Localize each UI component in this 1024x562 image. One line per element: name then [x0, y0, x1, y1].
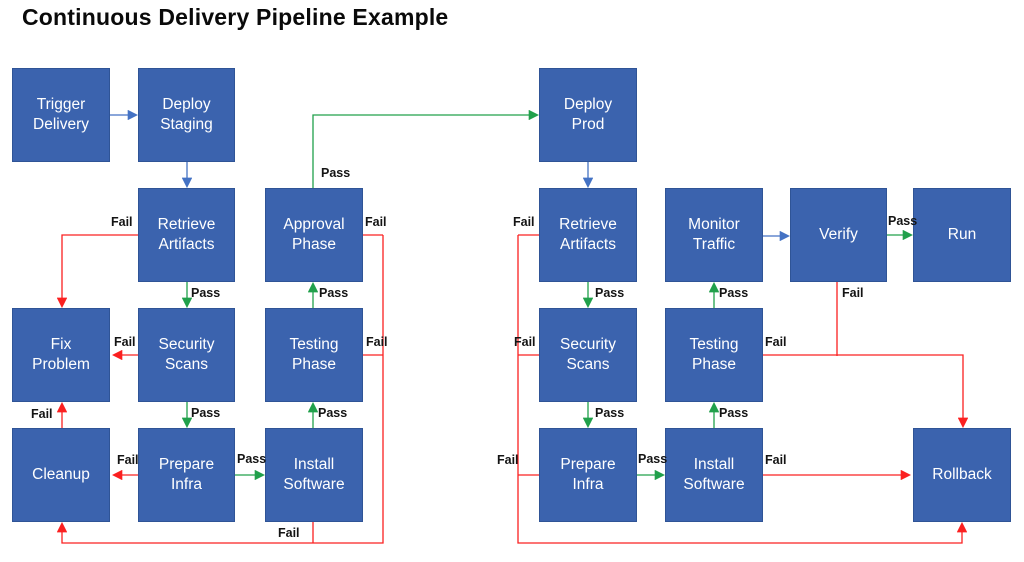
node-label: Cleanup [32, 465, 90, 483]
node-testing-phase-staging: Testing Phase [265, 308, 363, 402]
node-label: Deploy Prod [563, 95, 613, 133]
node-fix-problem: Fix Problem [12, 308, 110, 402]
edge-label-retrieve-pass-staging: Pass [191, 286, 221, 300]
edge-label-testing-pass-prod: Pass [719, 286, 749, 300]
node-rollback: Rollback [913, 428, 1011, 522]
edge-label-approval-fail: Fail [365, 215, 387, 229]
node-prepare-infra-prod: Prepare Infra [539, 428, 637, 522]
edge-label-security-pass-prod: Pass [595, 406, 625, 420]
page-title: Continuous Delivery Pipeline Example [22, 4, 449, 30]
node-label: Install Software [683, 455, 745, 493]
edge-label-testing-pass-staging: Pass [319, 286, 349, 300]
edge-label-install-fail-prod: Fail [765, 453, 787, 467]
node-install-software-prod: Install Software [665, 428, 763, 522]
node-label: Monitor Traffic [688, 215, 740, 253]
edge-label-security-pass-staging: Pass [191, 406, 221, 420]
edge-label-approval-pass-deploy-prod: Pass [321, 166, 351, 180]
edge-label-security-fail-prod: Fail [514, 335, 536, 349]
edge-label-prepare-pass-prod: Pass [638, 452, 668, 466]
node-approval-phase: Approval Phase [265, 188, 363, 282]
edge-label-testing-fail-staging: Fail [366, 335, 388, 349]
node-retrieve-artifacts-staging: Retrieve Artifacts [138, 188, 235, 282]
node-testing-phase-prod: Testing Phase [665, 308, 763, 402]
edge-label-retrieve-fail-prod: Fail [513, 215, 535, 229]
node-monitor-traffic: Monitor Traffic [665, 188, 763, 282]
node-label: Verify [819, 225, 858, 243]
node-label: Retrieve Artifacts [157, 215, 216, 253]
edge-approval-pass-deploy-prod [312, 109, 540, 188]
node-cleanup: Cleanup [12, 428, 110, 522]
node-label: Retrieve Artifacts [559, 215, 617, 253]
edge-label-cleanup-fail: Fail [31, 407, 53, 421]
edge-retrieve-fail-fix-problem [56, 234, 138, 309]
edge-testing-fail-rollback-top [763, 354, 969, 429]
node-prepare-infra-staging: Prepare Infra [138, 428, 235, 522]
node-label: Prepare Infra [560, 455, 616, 493]
edge-label-retrieve-fail-staging: Fail [111, 215, 133, 229]
node-trigger-delivery: Trigger Delivery [12, 68, 110, 162]
node-label: Rollback [932, 465, 992, 483]
node-label: Run [947, 225, 977, 243]
node-run: Run [913, 188, 1011, 282]
node-security-scans-prod: Security Scans [539, 308, 637, 402]
node-label: Install Software [283, 455, 345, 493]
node-label: Testing Phase [689, 335, 739, 373]
node-label: Prepare Infra [158, 455, 215, 493]
edge-label-install-fail-staging: Fail [278, 526, 300, 540]
edge-label-install-pass-prod: Pass [719, 406, 749, 420]
edge-label-verify-fail: Fail [842, 286, 864, 300]
edge-label-verify-pass: Pass [888, 214, 918, 228]
node-security-scans-staging: Security Scans [138, 308, 235, 402]
edge-label-prepare-fail-prod: Fail [497, 453, 519, 467]
edge-fail-return-to-cleanup [56, 235, 384, 544]
edge-label-install-pass-staging: Pass [318, 406, 348, 420]
node-retrieve-artifacts-prod: Retrieve Artifacts [539, 188, 637, 282]
node-verify: Verify [790, 188, 887, 282]
edge-label-prepare-fail-staging: Fail [117, 453, 139, 467]
node-label: Approval Phase [283, 215, 345, 253]
edge-fail-return-rollback-bottom [517, 235, 968, 544]
edge-label-security-fail-staging: Fail [114, 335, 136, 349]
edge-label-testing-fail-prod: Fail [765, 335, 787, 349]
node-deploy-prod: Deploy Prod [539, 68, 637, 162]
node-label: Security Scans [560, 335, 616, 373]
node-label: Security Scans [158, 335, 215, 373]
node-deploy-staging: Deploy Staging [138, 68, 235, 162]
node-label: Testing Phase [289, 335, 339, 373]
edge-label-prepare-pass-staging: Pass [237, 452, 267, 466]
edge-label-retrieve-pass-prod: Pass [595, 286, 625, 300]
node-label: Deploy Staging [160, 95, 213, 133]
node-label: Trigger Delivery [33, 95, 89, 133]
node-install-software-staging: Install Software [265, 428, 363, 522]
node-label: Fix Problem [32, 335, 90, 373]
